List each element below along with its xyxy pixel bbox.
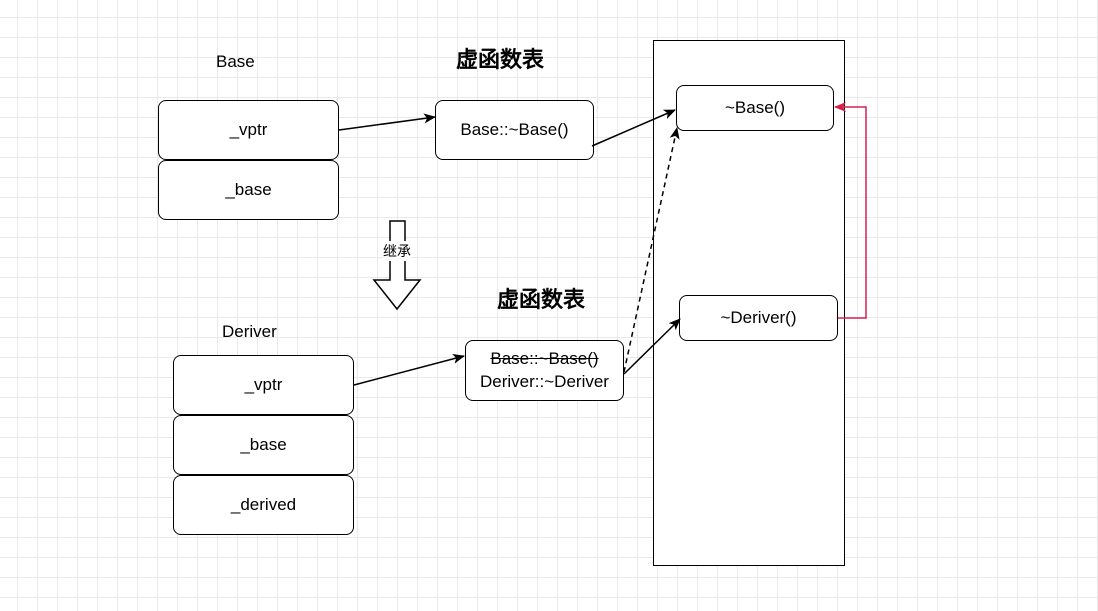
base-vptr-arrow bbox=[338, 113, 436, 131]
deriver-class-label: Deriver bbox=[222, 322, 277, 341]
inheritance-arrow-icon bbox=[372, 220, 422, 311]
base-dtor-text: ~Base() bbox=[725, 97, 785, 117]
deriver-vptr-arrow bbox=[353, 353, 465, 386]
base-dtor-box: ~Base() bbox=[676, 85, 834, 131]
deriver-dtor-text: ~Deriver() bbox=[720, 307, 797, 327]
deriver-vtable-box: Base::~Base() Deriver::~Deriver bbox=[465, 340, 624, 401]
deriver-dtor-box: ~Deriver() bbox=[679, 295, 838, 341]
base-vtable-box: Base::~Base() bbox=[435, 100, 594, 160]
deriver-base-text: _base bbox=[240, 434, 287, 454]
overridden-entry-dashed-arrow bbox=[623, 127, 680, 373]
deriver-derived-field: _derived bbox=[173, 475, 354, 535]
deriver-vptr-field: _vptr bbox=[173, 355, 354, 415]
base-vptr-field: _vptr bbox=[158, 100, 339, 160]
base-base-text: _base bbox=[225, 179, 272, 199]
deriver-vptr-text: _vptr bbox=[244, 374, 283, 394]
base-vtable-title: 虚函数表 bbox=[456, 48, 545, 73]
deriver-vtable-title: 虚函数表 bbox=[497, 288, 586, 313]
base-vtable-to-dtor-arrow bbox=[591, 109, 676, 147]
deriver-vtable-to-dtor-arrow bbox=[623, 318, 681, 375]
deriver-derived-text: _derived bbox=[230, 494, 297, 514]
base-class-label: Base bbox=[216, 52, 255, 71]
inheritance-label: 继承 bbox=[383, 241, 411, 261]
base-vptr-text: _vptr bbox=[229, 119, 268, 139]
deriver-vtable-entry: Deriver::~Deriver bbox=[480, 371, 609, 391]
base-vtable-entry: Base::~Base() bbox=[460, 119, 569, 139]
deriver-base-field: _base bbox=[173, 415, 354, 475]
base-base-field: _base bbox=[158, 160, 339, 220]
deriver-vtable-overridden-entry: Base::~Base() bbox=[490, 349, 599, 369]
dtor-call-chain-arrow bbox=[834, 102, 867, 319]
